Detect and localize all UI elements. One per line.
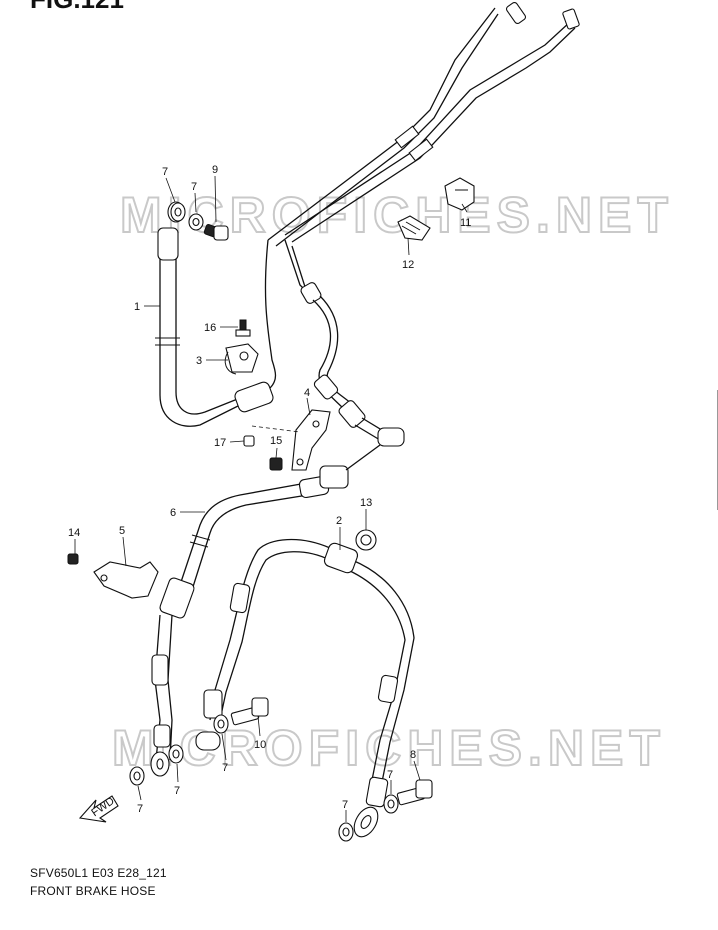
part-4-bracket	[291, 409, 331, 471]
part-15-bolt	[269, 457, 283, 471]
callout-8: 8	[410, 749, 416, 761]
part-2-hose	[150, 538, 415, 838]
figure-title: FIG.121	[30, 0, 124, 15]
upper-brake-pipes	[264, 7, 576, 389]
watermark-text-top: MICROFICHES.NET	[120, 187, 674, 243]
leader-lines	[74, 175, 468, 822]
callout-6: 6	[170, 507, 176, 519]
part-14-bolt	[67, 553, 79, 565]
watermark-top: MICROFICHES.NET	[119, 186, 674, 244]
part-13-clamp	[355, 529, 377, 551]
callout-13: 13	[360, 497, 372, 509]
callout-7: 7	[342, 799, 348, 811]
callout-10: 10	[254, 739, 266, 751]
part-9-bolt	[203, 223, 229, 241]
part-17-bolt	[243, 435, 255, 447]
callout-7: 7	[191, 181, 197, 193]
part-7-washer-top-b	[188, 213, 204, 231]
callout-7: 7	[162, 166, 168, 178]
pipe-end-fitting-left	[505, 1, 527, 25]
part-7-washer-bottom-b	[168, 744, 184, 764]
callout-12: 12	[402, 259, 414, 271]
callout-5: 5	[119, 525, 125, 537]
part-11-clamp	[444, 177, 475, 211]
part-6-hose	[151, 444, 381, 761]
callout-7: 7	[137, 803, 143, 815]
part-7-washer-top-a	[170, 202, 186, 222]
part-5-bracket	[93, 561, 159, 599]
part-10-bolt	[230, 697, 269, 726]
callout-7: 7	[387, 769, 393, 781]
part-7-washer-bottom-a	[129, 766, 145, 786]
pipe-end-fitting-right	[562, 8, 580, 30]
part-16-bolt	[235, 319, 251, 337]
callouts: 7 7 9 11 12 1 16 3 4 17 15 6 13 2 14 5 1…	[68, 164, 471, 815]
part-7-washer-bottom-e	[383, 794, 399, 814]
callout-7: 7	[174, 785, 180, 797]
part-8-bolt	[396, 779, 433, 806]
hose-upper-joint	[300, 282, 405, 447]
part-7-washer-bottom-d	[338, 822, 354, 842]
callout-9: 9	[212, 164, 218, 176]
part-3-clamp	[224, 343, 259, 375]
callout-2: 2	[336, 515, 342, 527]
callout-4: 4	[304, 387, 310, 399]
part-7-washer-bottom-c	[213, 714, 229, 734]
callout-7: 7	[222, 762, 228, 774]
callout-16: 16	[204, 322, 216, 334]
callout-1: 1	[134, 301, 140, 313]
model-code: SFV650L1 E03 E28_121	[30, 866, 167, 880]
callout-17: 17	[214, 437, 226, 449]
fwd-arrow-icon: FWD	[78, 795, 119, 823]
callout-14: 14	[68, 527, 80, 539]
diagram-title: FRONT BRAKE HOSE	[30, 884, 156, 898]
callout-15: 15	[270, 435, 282, 447]
part-12-clamp	[397, 215, 431, 241]
callout-3: 3	[196, 355, 202, 367]
callout-11: 11	[460, 217, 471, 229]
